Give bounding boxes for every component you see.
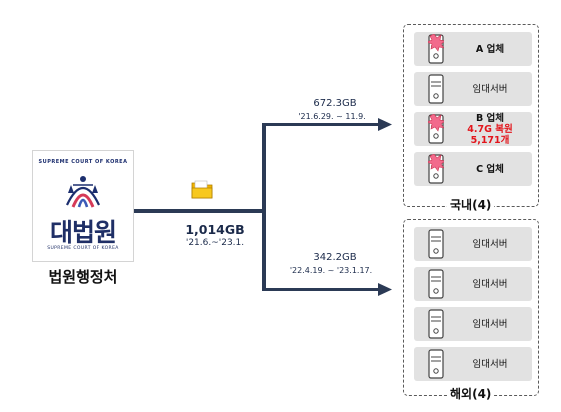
domestic-server-a: A 업체 bbox=[414, 32, 532, 66]
supreme-court-emblem: SUPREME COURT OF KOREA 대법원 SUPREME COURT… bbox=[32, 150, 134, 262]
overseas-server: 임대서버 bbox=[414, 267, 532, 301]
overseas-period-label: '22.4.19. ~ '23.1.17. bbox=[289, 266, 373, 275]
domestic-size-label: 672.3GB bbox=[313, 98, 357, 109]
total-period-label: '21.6.~'23.1. bbox=[185, 238, 245, 248]
domestic-server-c: C 업체 bbox=[414, 152, 532, 186]
server-label: 임대서버 bbox=[472, 278, 508, 290]
server-label: 임대서버 bbox=[472, 358, 508, 370]
branch-vertical-line bbox=[262, 123, 266, 291]
overseas-server: 임대서버 bbox=[414, 227, 532, 261]
folder-icon bbox=[191, 180, 213, 199]
domestic-period-label: '21.6.29. ~ 11.9. bbox=[298, 112, 366, 121]
restored-count-label: 5,171개 bbox=[470, 134, 510, 146]
server-icon bbox=[428, 349, 444, 379]
hacked-server-icon bbox=[428, 114, 444, 144]
hacked-server-icon bbox=[428, 34, 444, 64]
domestic-arrowhead-icon bbox=[378, 118, 392, 131]
server-label: 임대서버 bbox=[472, 83, 508, 95]
overseas-arrowhead-icon bbox=[378, 283, 392, 296]
emblem-subtitle: SUPREME COURT OF KOREA bbox=[47, 246, 119, 251]
server-icon bbox=[428, 309, 444, 339]
overseas-server: 임대서버 bbox=[414, 347, 532, 381]
server-icon bbox=[428, 269, 444, 299]
main-connector-line bbox=[134, 209, 264, 213]
emblem-title: 대법원 bbox=[49, 218, 117, 247]
overseas-group-label: 해외(4) bbox=[447, 385, 495, 402]
server-label: 임대서버 bbox=[472, 238, 508, 250]
domestic-branch-line bbox=[262, 123, 382, 126]
domestic-server-b: B 업체 4.7G 복원 5,171개 bbox=[414, 112, 532, 146]
domestic-server-rental: 임대서버 bbox=[414, 72, 532, 106]
org-label: 법원행정처 bbox=[48, 268, 118, 286]
overseas-branch-line bbox=[262, 288, 382, 291]
server-label: B 업체 bbox=[475, 112, 505, 124]
server-label: 임대서버 bbox=[472, 318, 508, 330]
restored-size-label: 4.7G 복원 bbox=[467, 123, 513, 135]
overseas-server: 임대서버 bbox=[414, 307, 532, 341]
server-label-group: B 업체 4.7G 복원 5,171개 bbox=[452, 112, 528, 146]
domestic-group: A 업체 임대서버 B 업체 4.7G 복원 5,171개 bbox=[403, 24, 539, 207]
server-icon bbox=[428, 74, 444, 104]
scales-of-justice-icon bbox=[66, 176, 100, 208]
domestic-group-label: 국내(4) bbox=[447, 196, 495, 213]
overseas-group: 임대서버 임대서버 임대서버 임대서버 bbox=[403, 219, 539, 396]
overseas-size-label: 342.2GB bbox=[313, 252, 357, 263]
server-label: C 업체 bbox=[476, 163, 504, 175]
hacked-server-icon bbox=[428, 154, 444, 184]
total-size-label: 1,014GB bbox=[185, 222, 245, 237]
server-label: A 업체 bbox=[475, 43, 505, 55]
server-icon bbox=[428, 229, 444, 259]
emblem-ring-text: SUPREME COURT OF KOREA bbox=[38, 159, 128, 165]
